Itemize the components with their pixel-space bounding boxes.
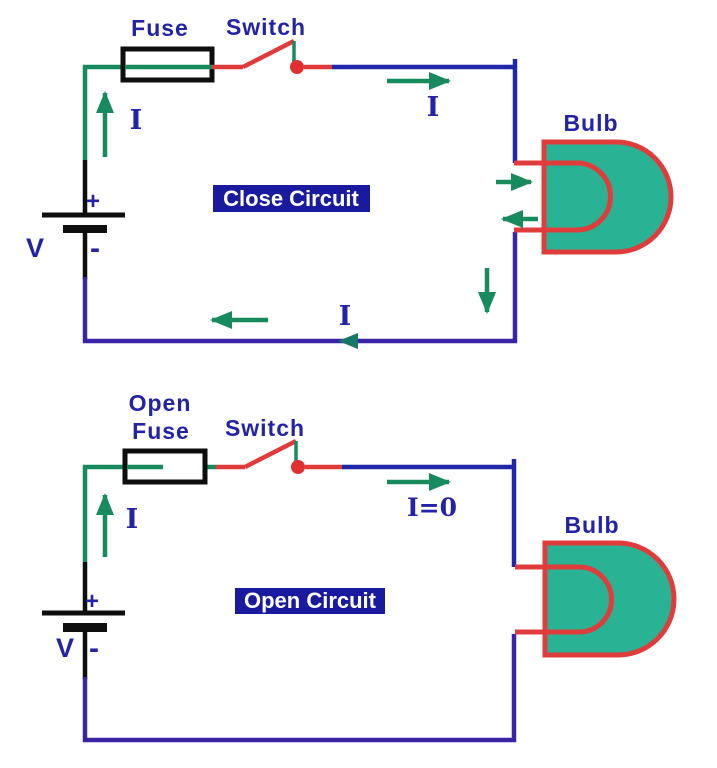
battery-plus-sign: + <box>85 588 99 615</box>
bulb-body <box>541 139 674 255</box>
open-fuse-label-line2: Fuse <box>132 418 190 444</box>
current-label-left: I <box>126 504 139 535</box>
switch-pivot-dot <box>290 60 304 74</box>
close-switch: Switch <box>212 14 332 74</box>
battery-plate-negative <box>63 623 107 632</box>
open-circuit-badge <box>235 588 385 614</box>
battery-minus-sign: - <box>89 632 99 665</box>
bulb-filament <box>514 160 613 233</box>
switch-lever <box>243 438 298 470</box>
close-fuse: Fuse <box>120 15 215 83</box>
battery-label: V <box>56 633 74 663</box>
battery-label: V <box>26 233 44 263</box>
switch-label: Switch <box>226 14 306 40</box>
close-circuit: V + - Fuse Switch Bulb <box>26 14 674 349</box>
battery-plate-negative <box>63 225 107 233</box>
close-bulb: Bulb <box>514 110 674 255</box>
open-circuit: V + - Open Fuse Switch Bulb <box>42 390 677 743</box>
open-fuse: Open Fuse <box>122 390 208 485</box>
open-switch: Switch <box>216 415 342 474</box>
open-fuse-label-line1: Open <box>129 390 192 416</box>
close-circuit-caption: Close Circuit <box>223 186 359 211</box>
battery-minus-sign: - <box>90 232 100 265</box>
switch-pivot-dot <box>291 460 305 474</box>
switch-lever <box>241 38 296 70</box>
current-label-top: I=0 <box>407 493 457 522</box>
open-battery: V + - <box>42 588 125 665</box>
fuse-label: Fuse <box>131 15 189 41</box>
open-wire-bottom-return <box>82 634 517 743</box>
bulb-label: Bulb <box>564 512 619 538</box>
current-label-left: I <box>130 105 143 136</box>
wire-direction-arrowhead-icon <box>338 333 358 349</box>
current-label-bottom: I <box>339 301 352 332</box>
close-circuit-badge <box>213 185 370 212</box>
open-bulb: Bulb <box>515 512 677 658</box>
close-battery: V + - <box>26 188 125 265</box>
fuse-body <box>120 46 215 83</box>
switch-label: Switch <box>225 415 305 441</box>
open-circuit-caption: Open Circuit <box>244 588 377 613</box>
close-wire-bottom-return <box>82 232 518 344</box>
bulb-filament <box>515 564 614 635</box>
bulb-label: Bulb <box>563 110 618 136</box>
battery-plus-sign: + <box>86 188 100 215</box>
current-label-top: I <box>427 92 440 123</box>
